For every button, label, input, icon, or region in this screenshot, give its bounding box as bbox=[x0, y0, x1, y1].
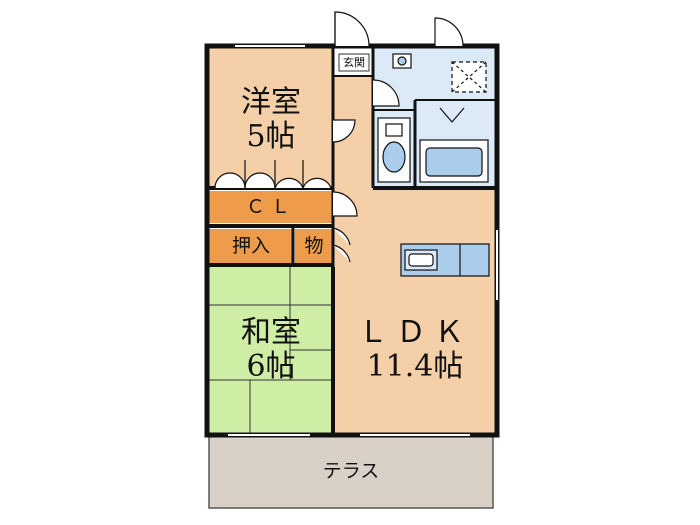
entrance-label: 玄関 bbox=[343, 56, 365, 69]
western-room-size: 5帖 bbox=[246, 119, 296, 154]
terrace-area bbox=[208, 435, 494, 509]
western-room-closet-doors bbox=[214, 160, 332, 189]
ldk-room bbox=[333, 188, 495, 433]
toilet bbox=[377, 117, 411, 183]
bathtub bbox=[419, 107, 489, 183]
japanese-room-name: 和室 bbox=[241, 315, 301, 350]
tatami-lines bbox=[209, 267, 333, 433]
western-room-name: 洋室 bbox=[241, 85, 301, 120]
terrace-label: テラス bbox=[322, 460, 380, 482]
storage-label: 物 bbox=[304, 235, 324, 257]
storage bbox=[295, 229, 333, 264]
closet-label: ＣＬ bbox=[245, 196, 296, 218]
ldk-size: 11.4帖 bbox=[366, 349, 464, 384]
entrance-doors bbox=[334, 11, 464, 47]
ldk-name: ＬＤＫ bbox=[358, 315, 472, 350]
entrance-label-box bbox=[338, 53, 370, 72]
western-room bbox=[209, 48, 333, 188]
oshiire-label: 押入 bbox=[231, 235, 270, 257]
interior-doors bbox=[332, 79, 400, 263]
japanese-room-size: 6帖 bbox=[246, 349, 296, 384]
kitchen-counter bbox=[400, 243, 490, 277]
closet bbox=[209, 191, 333, 223]
oshiire bbox=[209, 229, 293, 264]
windows bbox=[228, 45, 498, 436]
washroom-fixtures bbox=[392, 53, 487, 93]
